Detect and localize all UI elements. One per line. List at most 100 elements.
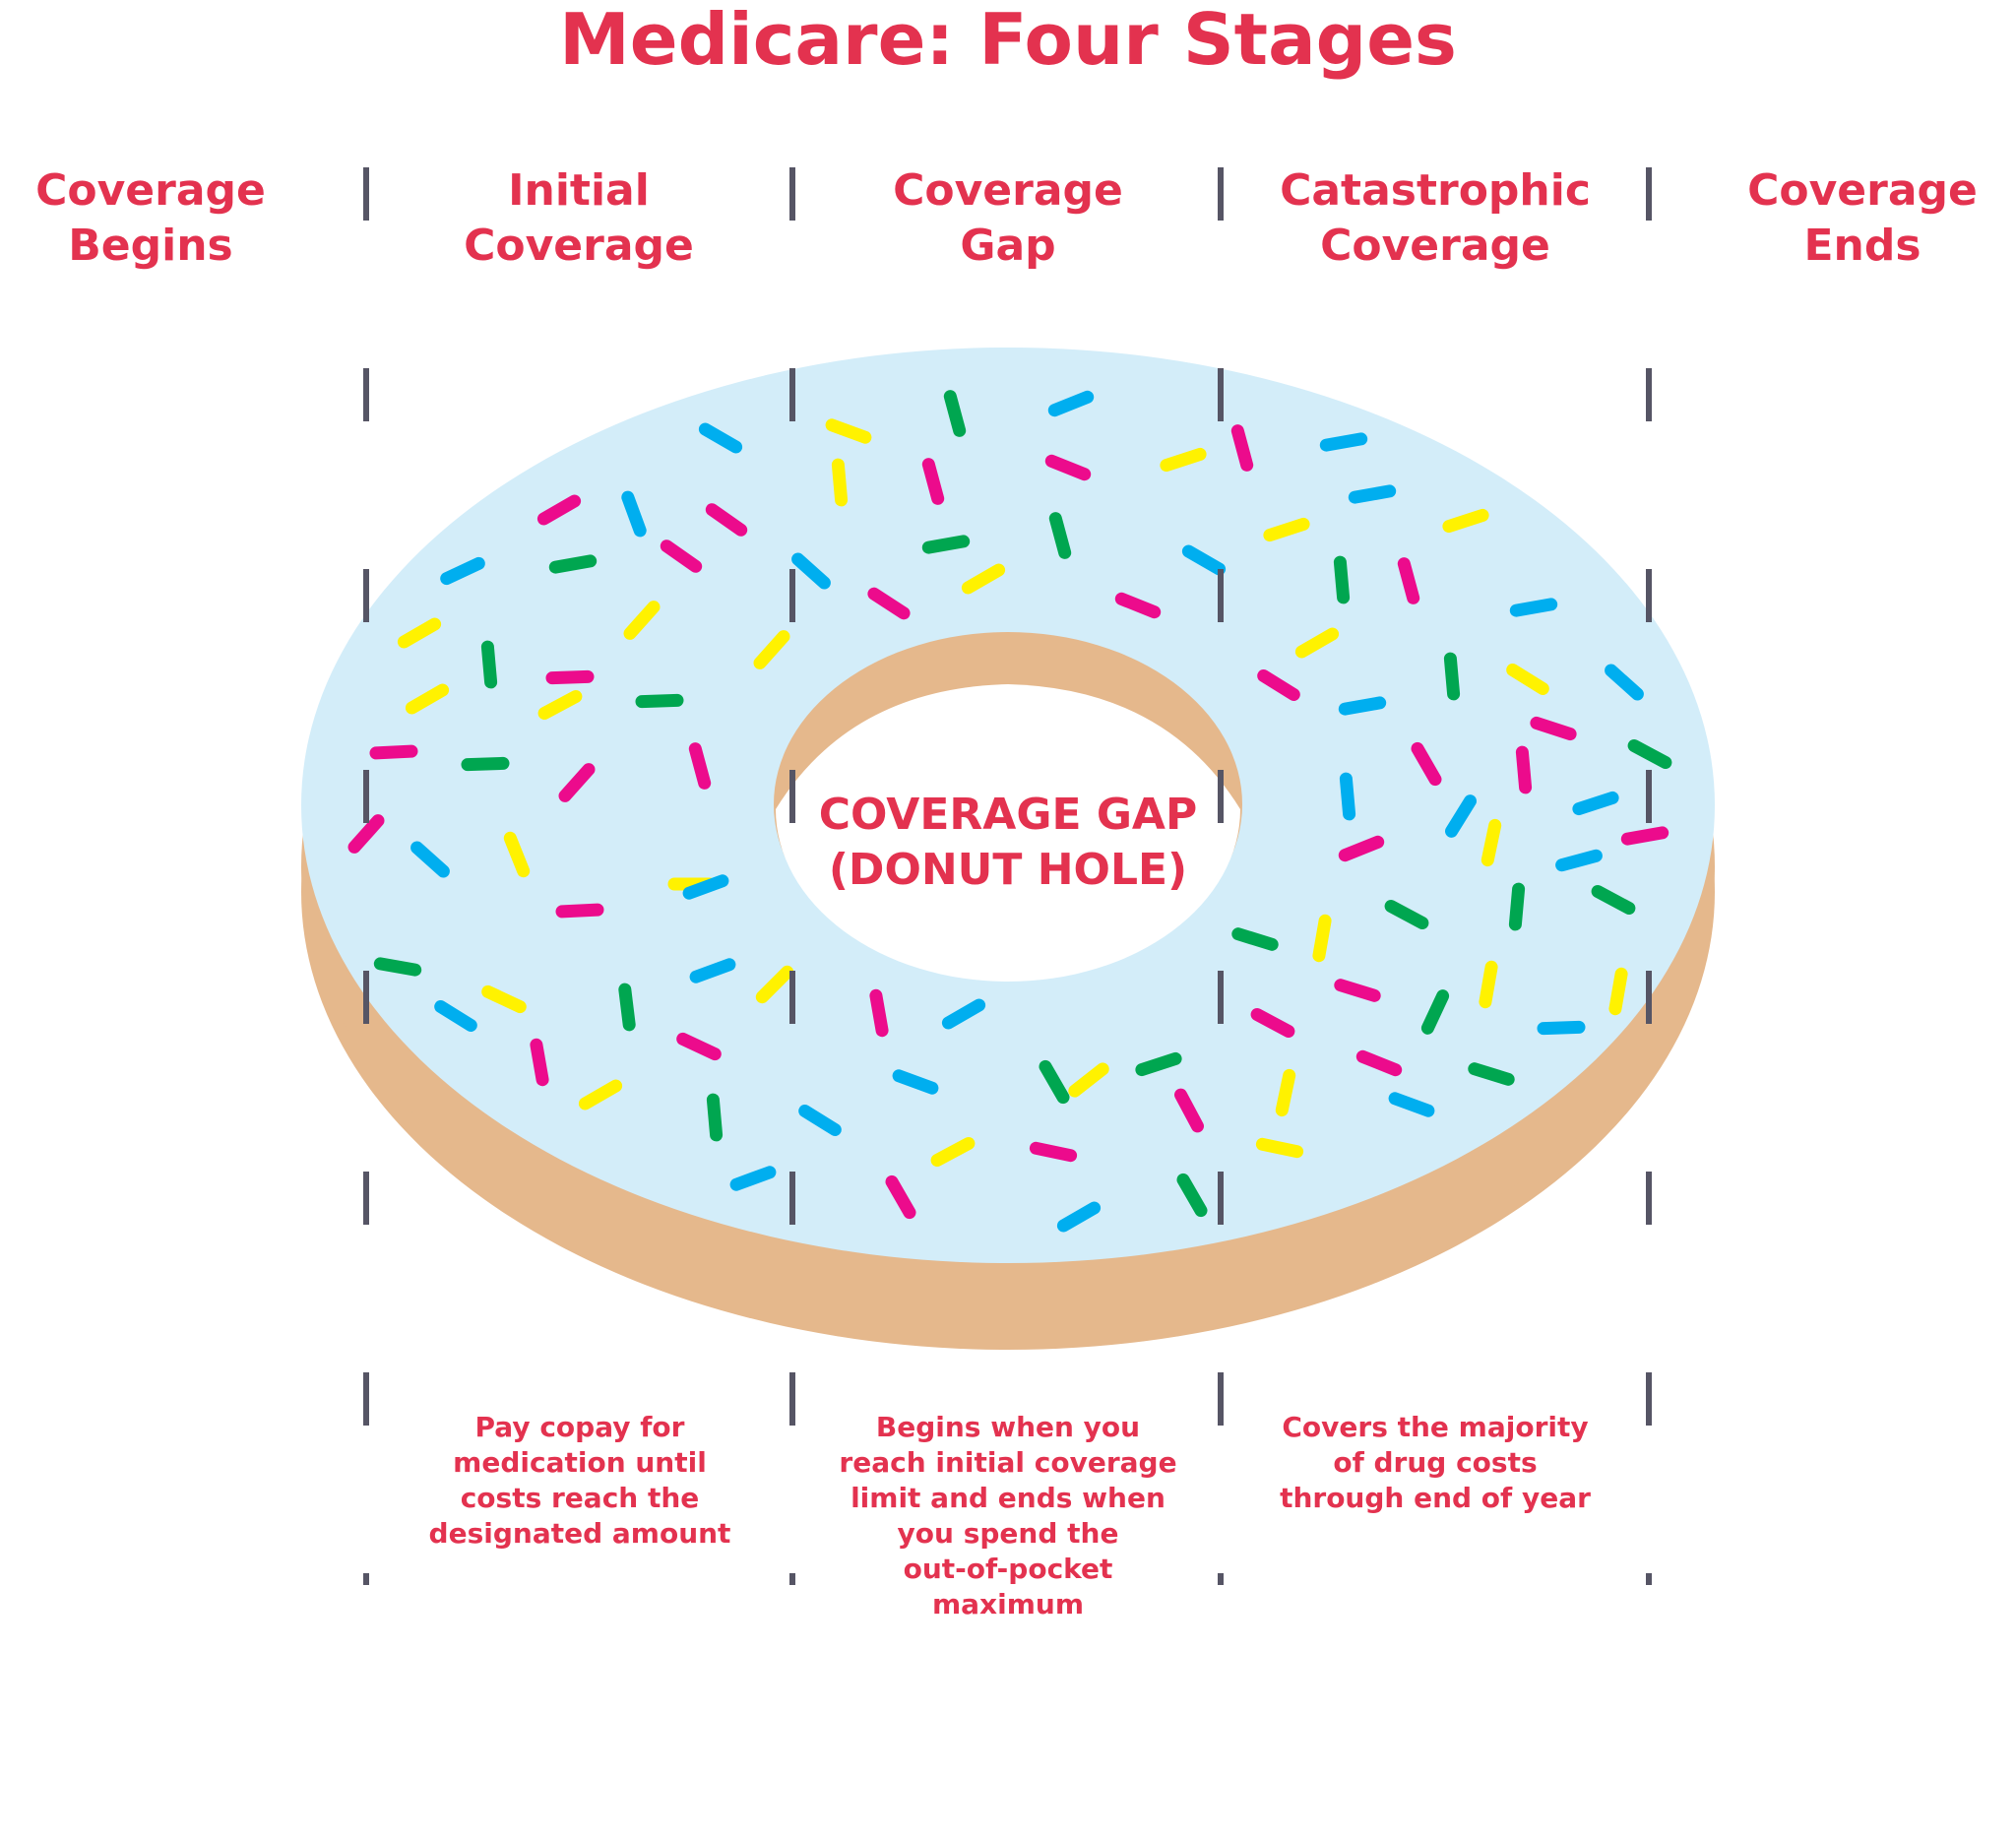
stage-label-coverage-begins: Coverage Begins [0,163,357,274]
description-line: limit and ends when [850,1482,1166,1514]
donut-hole [776,684,1240,982]
description-line: Covers the majority [1282,1411,1589,1443]
yellow-sprinkle [1068,1062,1109,1098]
yellow-sprinkle [930,1137,976,1167]
yellow-sprinkle [1480,818,1502,867]
stage-label-line: Ends [1803,221,1922,271]
yellow-sprinkle [1263,517,1310,542]
stage-label-line: Coverage [35,165,266,216]
pink-sprinkle [1530,716,1577,741]
pink-sprinkle [369,744,418,760]
blue-sprinkle [698,422,743,454]
green-sprinkle [548,554,598,574]
blue-sprinkle [1181,544,1227,576]
pink-sprinkle [1397,557,1420,604]
green-sprinkle [1135,1051,1182,1077]
stage-label-line: Coverage [1320,221,1550,271]
green-sprinkle [618,983,636,1032]
blue-sprinkle [798,1105,842,1136]
yellow-sprinkle [1312,914,1332,963]
description-line: designated amount [428,1517,731,1550]
yellow-sprinkle [623,601,661,640]
description-line: out-of-pocket [903,1553,1113,1585]
stage-label-line: Gap [960,221,1056,271]
yellow-sprinkle [1294,627,1340,659]
stage-label-initial-coverage: Initial Coverage [372,163,786,274]
blue-sprinkle [1555,849,1603,872]
yellow-sprinkle [1275,1068,1296,1117]
pink-sprinkle [1114,592,1162,619]
description-initial-coverage: Pay copay for medication until costs rea… [403,1410,757,1552]
green-sprinkle [1048,512,1072,559]
blue-sprinkle [941,998,986,1030]
sprinkles [347,390,1672,1233]
blue-sprinkle [1338,696,1387,716]
yellow-sprinkle [578,1079,623,1110]
stage-label-line: Begins [68,221,233,271]
yellow-sprinkle [1160,447,1207,473]
description-coverage-gap: Begins when you reach initial coverage l… [831,1410,1185,1622]
blue-sprinkle [1348,484,1397,504]
blue-sprinkle [1388,1092,1435,1117]
pink-sprinkle [1044,454,1092,481]
blue-sprinkle [621,490,647,538]
donut [301,348,1715,1350]
page-title: Medicare: Four Stages [559,0,1457,81]
green-sprinkle [706,1093,724,1142]
pink-sprinkle [1257,669,1300,701]
pink-sprinkle [536,494,582,526]
blue-sprinkle [1056,1201,1102,1233]
green-sprinkle [1333,555,1351,604]
blue-sprinkle [1509,598,1558,617]
description-line: of drug costs [1333,1446,1538,1479]
yellow-sprinkle [1608,967,1628,1016]
green-sprinkle [921,535,971,554]
yellow-sprinkle [825,418,872,444]
description-line: Pay copay for [474,1411,685,1443]
green-sprinkle [1443,652,1461,701]
yellow-sprinkle [405,683,450,715]
pink-sprinkle [558,763,596,802]
description-line: you spend the [897,1517,1119,1550]
stage-label-coverage-ends: Coverage Ends [1656,163,2016,274]
blue-sprinkle [1319,432,1368,452]
yellow-sprinkle [831,458,849,507]
blue-sprinkle [791,552,831,590]
yellow-sprinkle [753,630,790,669]
donut-hole-label-line: (DONUT HOLE) [828,845,1188,895]
blue-sprinkle [1445,794,1477,838]
green-sprinkle [1176,1173,1208,1218]
green-sprinkle [1420,989,1450,1035]
green-sprinkle [1627,739,1672,769]
yellow-sprinkle [1506,664,1549,695]
blue-sprinkle [410,841,450,878]
yellow-sprinkle [481,984,527,1014]
stage-label-coverage-gap: Coverage Gap [801,163,1215,274]
pink-sprinkle [1338,835,1385,862]
pink-sprinkle [705,503,748,537]
pink-sprinkle [688,742,712,790]
description-line: costs reach the [460,1482,700,1514]
blue-sprinkle [1047,390,1095,417]
pink-sprinkle [1334,979,1381,1002]
green-sprinkle [480,640,498,689]
green-sprinkle [1591,885,1636,915]
description-line: through end of year [1280,1482,1591,1514]
yellow-sprinkle [755,965,794,1004]
pink-sprinkle [1029,1141,1078,1163]
donut-hole-label: COVERAGE GAP (DONUT HOLE) [762,788,1254,898]
stage-label-line: Coverage [1747,165,1978,216]
green-sprinkle [1468,1062,1515,1086]
yellow-sprinkle [961,563,1006,595]
stage-label-line: Coverage [893,165,1123,216]
green-sprinkle [1384,900,1429,929]
pink-sprinkle [867,587,911,620]
donut-hole-label-line: COVERAGE GAP [818,790,1198,840]
pink-sprinkle [1515,745,1533,794]
pink-sprinkle [660,539,703,573]
green-sprinkle [373,957,422,977]
pink-sprinkle [545,669,595,685]
stage-label-line: Initial [508,165,650,216]
pink-sprinkle [921,458,945,505]
green-sprinkle [1231,927,1279,951]
